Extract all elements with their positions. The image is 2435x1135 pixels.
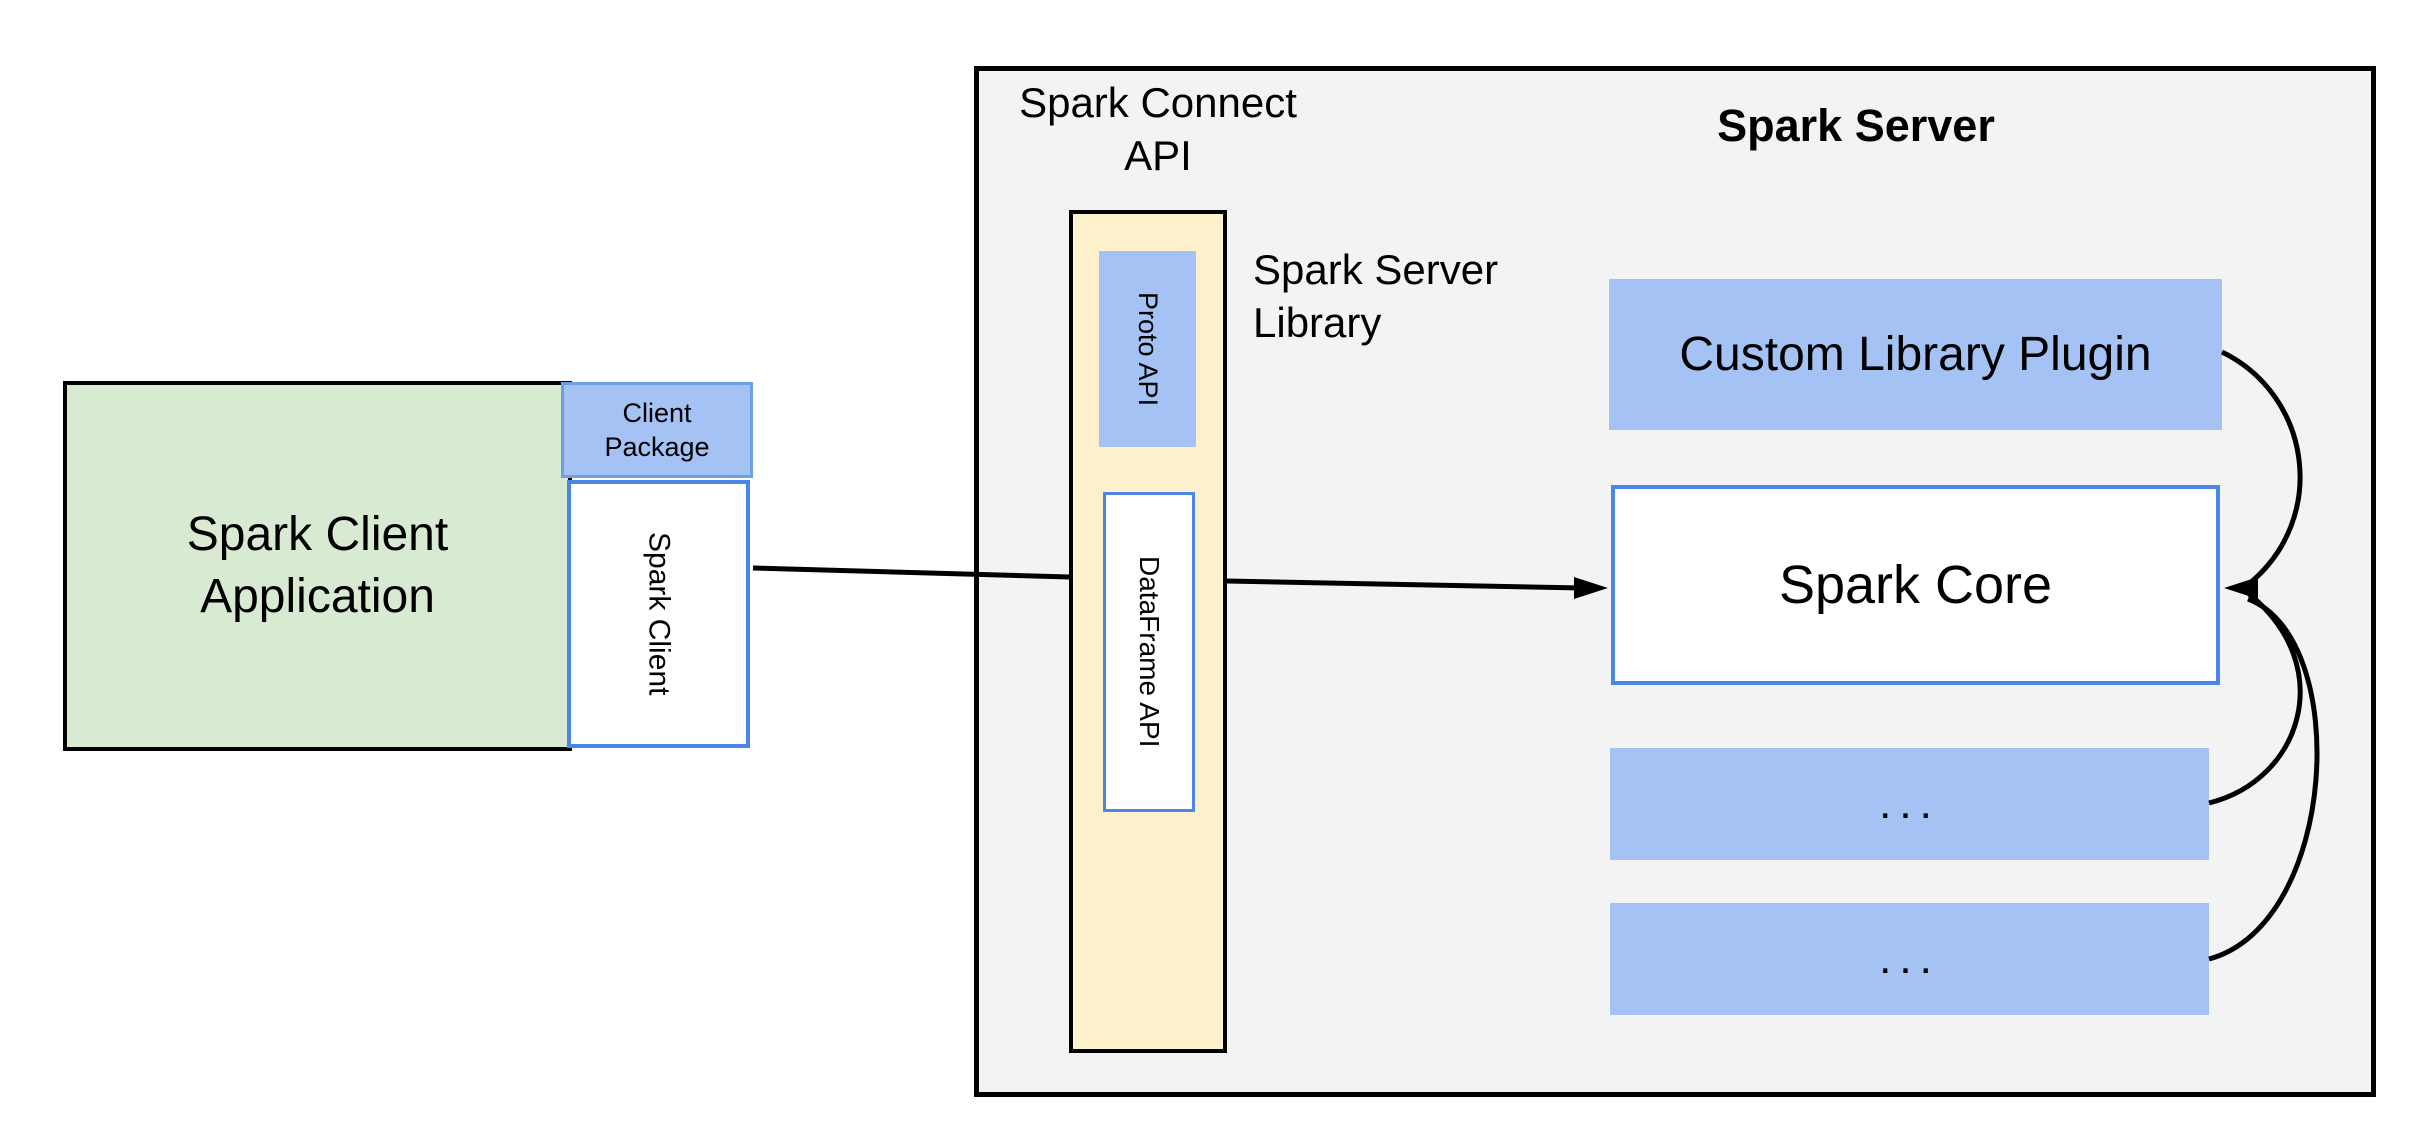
spark-core-box: Spark Core	[1611, 485, 2220, 685]
custom-library-plugin-box: Custom Library Plugin	[1609, 279, 2222, 430]
spark-client-box: Spark Client	[567, 480, 750, 748]
spark-server-title: Spark Server	[1717, 100, 1995, 151]
server-module-box-2: ...	[1610, 903, 2209, 1015]
dataframe-api-label: DataFrame API	[1134, 556, 1165, 748]
spark-client-label: Spark Client	[642, 532, 676, 696]
dataframe-api-box: DataFrame API	[1103, 492, 1195, 812]
client-package-box: Client Package	[561, 382, 753, 478]
spark-client-application-box: Spark Client Application	[63, 381, 572, 751]
spark-core-label: Spark Core	[1778, 555, 2053, 615]
spark-client-application-label: Spark Client Application	[186, 508, 449, 623]
client-package-label: Client Package	[604, 398, 710, 462]
spark-server-library-label: Spark Server Library	[1253, 246, 1499, 346]
server-module-placeholder-1: ...	[1879, 779, 1940, 828]
custom-library-plugin-label: Custom Library Plugin	[1679, 328, 2152, 381]
server-module-box-1: ...	[1610, 748, 2209, 860]
proto-api-box: Proto API	[1099, 251, 1196, 447]
spark-connect-api-title: Spark Connect API	[1019, 79, 1297, 179]
server-module-placeholder-2: ...	[1879, 934, 1940, 983]
proto-api-label: Proto API	[1133, 291, 1163, 407]
